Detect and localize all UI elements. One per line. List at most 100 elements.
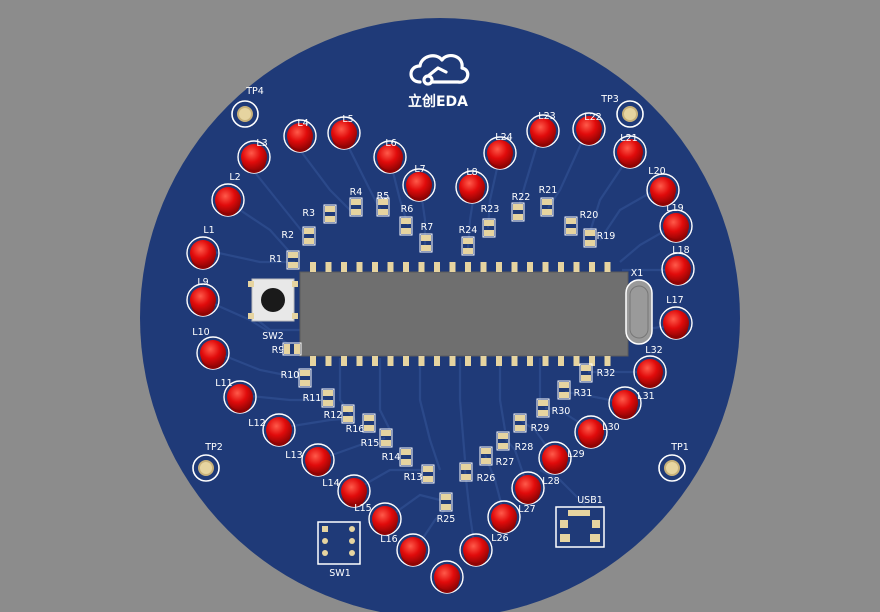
resistor-r29: R29 bbox=[513, 413, 549, 434]
led-l7: L7 bbox=[402, 164, 436, 202]
resistor-label: R21 bbox=[539, 185, 558, 196]
usb-pad bbox=[560, 520, 568, 528]
resistor-r15: R15 bbox=[361, 428, 393, 449]
ic-pin bbox=[310, 356, 316, 366]
tp3-outline bbox=[616, 100, 644, 128]
resistor-outline bbox=[513, 413, 527, 433]
led-l22: L22 bbox=[572, 112, 606, 146]
led-l21: L21 bbox=[613, 133, 647, 169]
led-label: L26 bbox=[491, 533, 508, 544]
ic-body bbox=[299, 271, 629, 357]
led-label: L16 bbox=[380, 534, 397, 545]
tp2-label: TP2 bbox=[204, 442, 223, 453]
led-l30: L30 bbox=[574, 415, 620, 449]
resistor-outline bbox=[302, 226, 316, 246]
led-label: L13 bbox=[285, 450, 302, 461]
ic-pin bbox=[573, 356, 580, 366]
sw1-pad bbox=[349, 550, 355, 556]
resistor-pad bbox=[463, 238, 473, 244]
resistor-pad bbox=[423, 466, 433, 472]
ic-pin bbox=[325, 356, 332, 366]
usb-pad bbox=[560, 534, 570, 542]
resistor-r27: R27 bbox=[479, 446, 515, 468]
led-label: L17 bbox=[666, 295, 683, 306]
led-dome bbox=[650, 177, 676, 203]
sw1-pad bbox=[322, 538, 328, 544]
led-l15: L15 bbox=[354, 502, 402, 536]
led-label: L15 bbox=[354, 503, 371, 514]
ic-pin bbox=[496, 262, 502, 272]
ic-pin bbox=[527, 356, 533, 366]
resistor-pad bbox=[294, 344, 300, 354]
resistor-pad bbox=[566, 228, 576, 234]
led-dome bbox=[665, 256, 691, 282]
ic-pin bbox=[310, 262, 316, 272]
led-l17: L17 bbox=[659, 295, 693, 340]
led-label: L8 bbox=[466, 167, 477, 178]
main-ic bbox=[299, 262, 629, 366]
resistor-label: R28 bbox=[515, 442, 534, 453]
resistor-outline bbox=[419, 233, 433, 253]
led-dome bbox=[190, 240, 216, 266]
resistor-pad bbox=[441, 504, 451, 510]
resistor-pad bbox=[513, 214, 523, 220]
resistor-label: R9 bbox=[272, 345, 285, 356]
led-label: L32 bbox=[645, 345, 662, 356]
ic-pin bbox=[449, 356, 456, 366]
led-l6: L6 bbox=[373, 138, 407, 174]
sw1-pad bbox=[322, 526, 328, 532]
led-dome bbox=[372, 506, 398, 532]
resistor-pad bbox=[351, 199, 361, 205]
led-label: L27 bbox=[518, 504, 535, 515]
resistor-pad bbox=[461, 464, 471, 470]
ic-pin bbox=[341, 356, 347, 366]
led-dome bbox=[227, 384, 253, 410]
ic-pin bbox=[527, 262, 533, 272]
sw2-label: SW2 bbox=[262, 331, 283, 342]
resistor-pad bbox=[288, 252, 298, 258]
led-label: L12 bbox=[248, 418, 265, 429]
usb-pad bbox=[592, 520, 600, 528]
resistor-label: R13 bbox=[404, 472, 423, 483]
resistor-r7: R7 bbox=[419, 222, 433, 253]
resistor-outline bbox=[323, 204, 337, 224]
resistor-label: R32 bbox=[597, 368, 616, 379]
lceda-logo: 立创EDA bbox=[408, 54, 470, 110]
led-dome bbox=[200, 340, 226, 366]
led-dome bbox=[578, 419, 604, 445]
led-dome bbox=[576, 116, 602, 142]
ic-pin bbox=[387, 262, 394, 272]
led-dome bbox=[341, 478, 367, 504]
resistor-pad bbox=[364, 425, 374, 431]
sw2-pad bbox=[292, 313, 298, 319]
resistor-label: R5 bbox=[377, 191, 390, 202]
resistor-outline bbox=[286, 250, 300, 270]
resistor-label: R27 bbox=[496, 457, 515, 468]
resistor-outline bbox=[376, 197, 390, 217]
resistor-pad bbox=[481, 448, 491, 454]
resistor-pad bbox=[542, 209, 552, 215]
resistor-r20: R20 bbox=[564, 210, 598, 236]
led-label: L7 bbox=[414, 164, 425, 175]
led-dome bbox=[617, 139, 643, 165]
resistor-pad bbox=[513, 204, 523, 210]
led-l27: L27 bbox=[487, 500, 536, 534]
resistor-pad bbox=[284, 344, 290, 354]
led-l4: L4 bbox=[283, 118, 317, 153]
resistor-pad bbox=[304, 228, 314, 234]
led-label: L6 bbox=[385, 138, 396, 149]
led-l12: L12 bbox=[248, 413, 296, 447]
resistor-label: R25 bbox=[437, 514, 456, 525]
resistor-pad bbox=[542, 199, 552, 205]
resistor-r5: R5 bbox=[376, 191, 390, 217]
resistor-pad bbox=[566, 218, 576, 224]
led-l20: L20 bbox=[646, 166, 680, 207]
led-l8: L8 bbox=[455, 167, 489, 204]
sw1-pad bbox=[322, 550, 328, 556]
ic-pin bbox=[558, 356, 564, 366]
resistor-label: R24 bbox=[459, 225, 478, 236]
led-dome bbox=[491, 504, 517, 530]
resistor-label: R26 bbox=[477, 473, 496, 484]
resistor-outline bbox=[459, 462, 473, 482]
